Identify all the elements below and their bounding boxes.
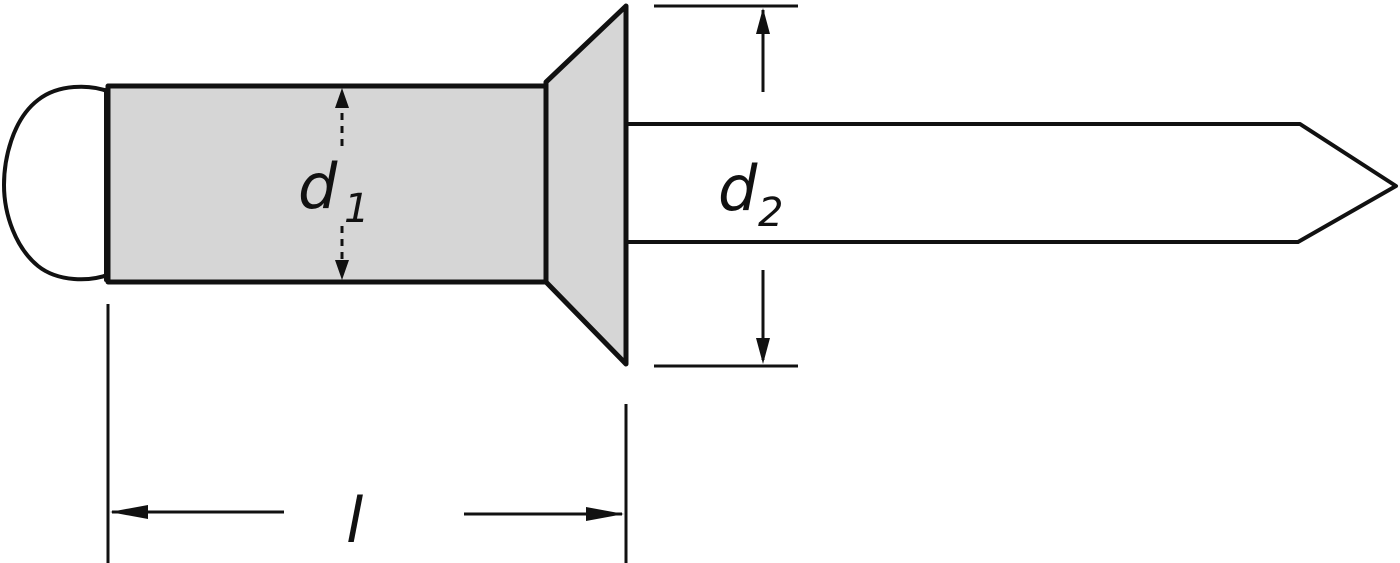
d2-label: d	[718, 152, 758, 225]
d2-label-subscript: 2	[758, 190, 783, 236]
mandrel-head	[2, 84, 112, 282]
d1-arrow-down	[335, 260, 349, 280]
d1-arrow-up	[335, 88, 349, 108]
d1-dimension	[335, 88, 349, 280]
length-arrow-left	[110, 505, 148, 519]
d2-dimension	[654, 4, 798, 368]
length-arrow-right	[586, 507, 624, 521]
d1-label: d	[298, 150, 338, 223]
d1-label-subscript: 1	[344, 186, 369, 232]
length-dimension	[106, 304, 628, 563]
mandrel-shank	[626, 122, 1398, 244]
d2-arrow-up	[756, 8, 770, 34]
length-label: l	[346, 484, 363, 557]
rivet-countersunk-head	[543, 3, 629, 367]
d2-arrow-down	[756, 338, 770, 364]
